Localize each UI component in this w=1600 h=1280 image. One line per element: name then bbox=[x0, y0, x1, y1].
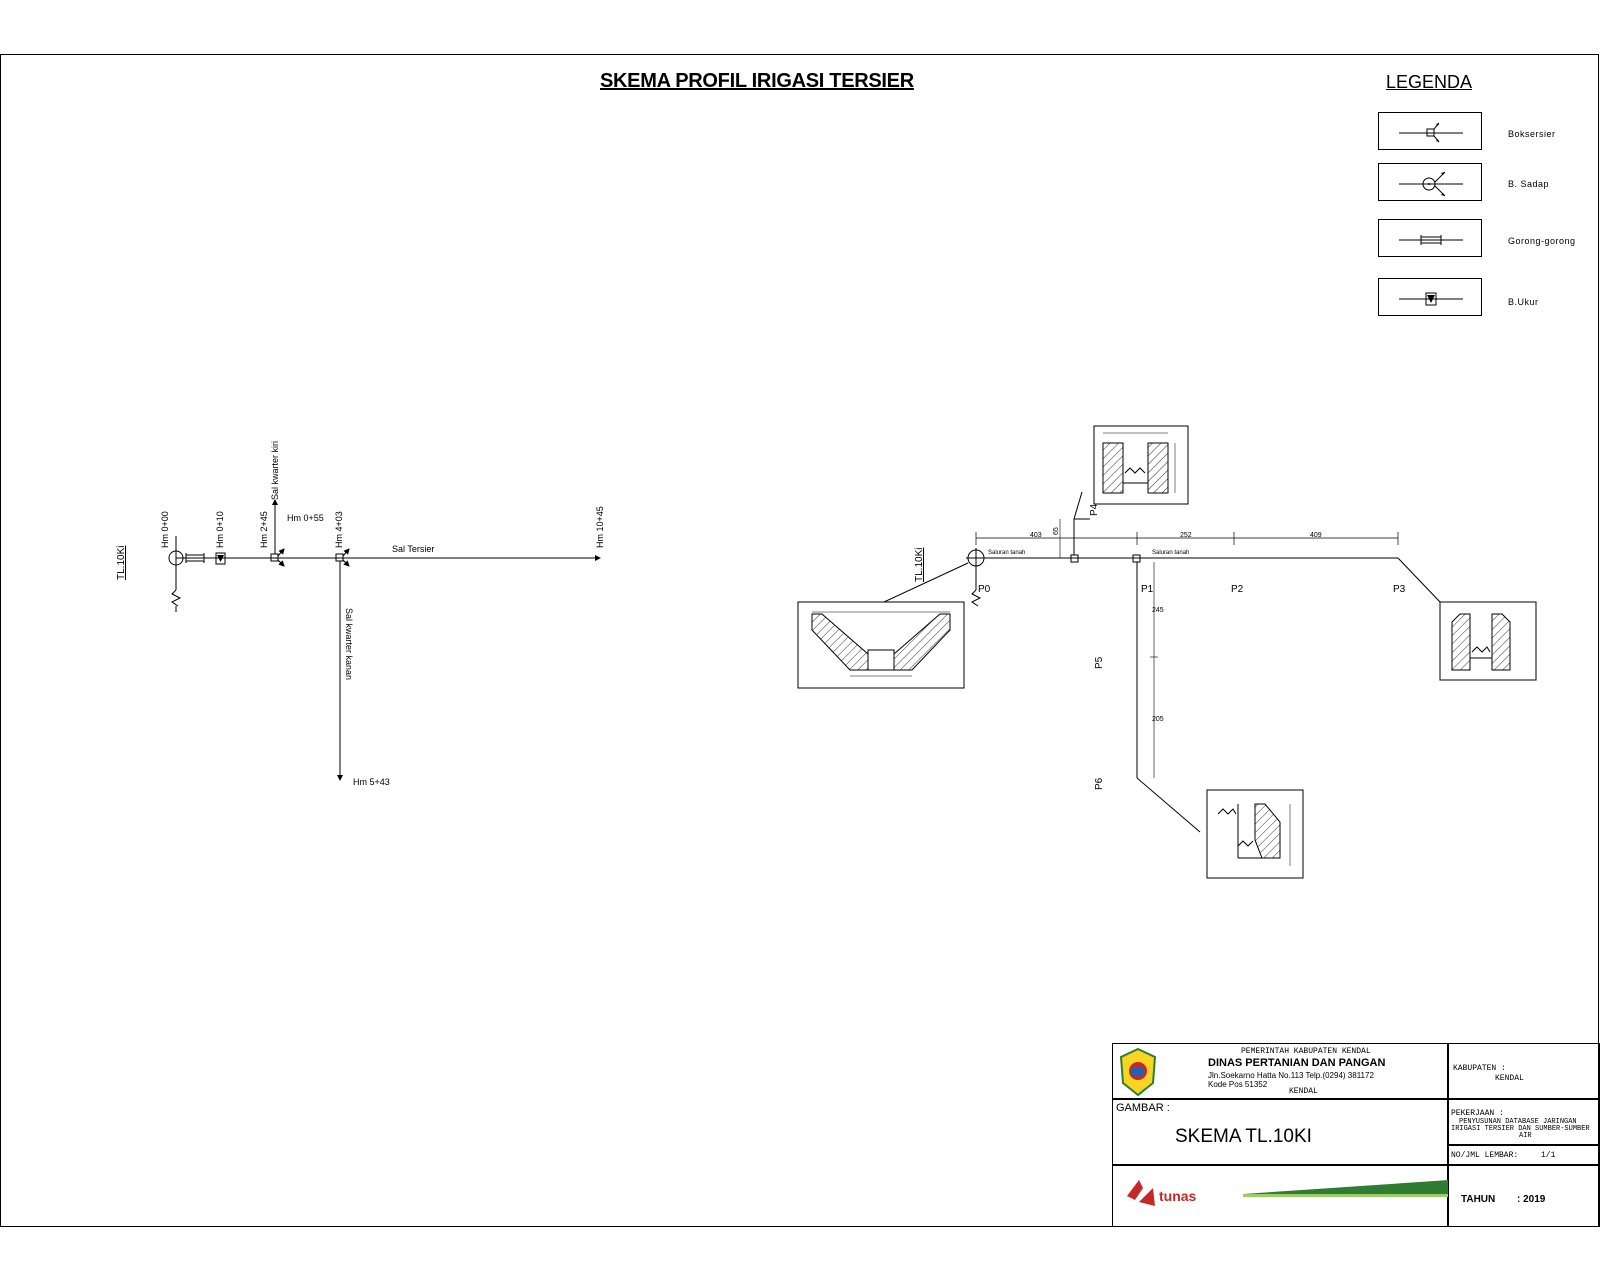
culvert-icon bbox=[1399, 235, 1463, 245]
legend-label-sadap: B. Sadap bbox=[1508, 179, 1550, 189]
kendal-seal-icon bbox=[1119, 1047, 1157, 1097]
legend-box-sadap bbox=[1378, 163, 1482, 201]
tb-logo-cell: tunas bbox=[1112, 1165, 1449, 1227]
tb-postal: Kode Pos 51352 bbox=[1208, 1080, 1268, 1089]
dist-p1-p2: 252 bbox=[1180, 532, 1192, 539]
tb-lembar-label: NO/JML LEMBAR: bbox=[1451, 1151, 1519, 1160]
cross-section-p6 bbox=[1206, 789, 1304, 879]
title-block: PEMERINTAH KABUPATEN KENDAL DINAS PERTAN… bbox=[1112, 1043, 1600, 1227]
tb-pekerjaan-3: AIR bbox=[1519, 1132, 1532, 1140]
point-p2: P2 bbox=[1231, 584, 1244, 595]
left-schema: TL.10Ki Hm 0+00 Hm 0+10 Hm 2+45 Hm 0+55 … bbox=[116, 441, 605, 787]
tunas-logo-icon bbox=[1127, 1180, 1449, 1206]
sal-kwarter-kiri-label: Sal kwarter kiri bbox=[270, 441, 280, 500]
station-1: Hm 0+10 bbox=[215, 511, 225, 548]
right-code-label: TL.10Ki bbox=[914, 548, 925, 582]
point-p3: P3 bbox=[1393, 584, 1406, 595]
legend-box-ukur bbox=[1378, 278, 1482, 316]
page-title: SKEMA PROFIL IRIGASI TERSIER bbox=[600, 70, 914, 92]
tb-gambar-cell: GAMBAR : SKEMA TL.10KI bbox=[1112, 1099, 1448, 1165]
tb-tahun-label: TAHUN bbox=[1461, 1194, 1496, 1205]
dist-p0-p1: 403 bbox=[1030, 532, 1042, 539]
tb-gambar-value: SKEMA TL.10KI bbox=[1175, 1126, 1312, 1147]
legend-box-tersier bbox=[1378, 112, 1482, 150]
tb-logo-text: tunas bbox=[1159, 1188, 1197, 1204]
right-schema: TL.10Ki 403 252 409 65 245 205 bbox=[797, 425, 1537, 879]
station-6: Hm 5+43 bbox=[353, 777, 390, 787]
box-tersier-icon bbox=[1399, 122, 1463, 143]
tb-pekerjaan-label: PEKERJAAN : bbox=[1451, 1109, 1504, 1118]
sadap-icon bbox=[1399, 171, 1463, 197]
tb-gov: PEMERINTAH KABUPATEN KENDAL bbox=[1241, 1047, 1371, 1056]
point-p5: P5 bbox=[1094, 656, 1105, 669]
tb-pekerjaan-1: PENYUSUNAN DATABASE JARINGAN bbox=[1459, 1118, 1577, 1126]
left-code-label: TL.10Ki bbox=[116, 546, 127, 580]
measuring-structure-icon bbox=[1399, 292, 1463, 306]
point-p6: P6 bbox=[1094, 777, 1105, 790]
tb-kabupaten-label: KABUPATEN : bbox=[1453, 1064, 1506, 1073]
tb-tahun-value: : 2019 bbox=[1517, 1194, 1546, 1205]
point-p1: P1 bbox=[1141, 584, 1154, 595]
cross-section-p0 bbox=[797, 601, 965, 689]
tb-header: PEMERINTAH KABUPATEN KENDAL DINAS PERTAN… bbox=[1112, 1043, 1448, 1099]
tb-gambar-label: GAMBAR : bbox=[1116, 1102, 1170, 1114]
tb-agency: DINAS PERTANIAN DAN PANGAN bbox=[1208, 1057, 1386, 1069]
tb-pekerjaan-2: IRIGASI TERSIER DAN SUMBER-SUMBER bbox=[1451, 1125, 1590, 1133]
station-5: Hm 10+45 bbox=[595, 506, 605, 548]
station-4: Hm 4+03 bbox=[334, 511, 344, 548]
tb-city: KENDAL bbox=[1289, 1087, 1318, 1096]
dist-p1-p5: 245 bbox=[1152, 607, 1164, 614]
dist-p4: 65 bbox=[1053, 527, 1060, 535]
legend-label-tersier: Boksersier bbox=[1508, 129, 1556, 139]
segment-note-2: Saluran tanah bbox=[1152, 550, 1189, 556]
station-3: Hm 0+55 bbox=[287, 513, 324, 523]
drawing-frame bbox=[0, 54, 1599, 1227]
sal-tersier-label: Sal Tersier bbox=[392, 544, 434, 554]
tb-pekerjaan-cell: PEKERJAAN : PENYUSUNAN DATABASE JARINGAN… bbox=[1448, 1099, 1600, 1145]
dist-p2-p3: 409 bbox=[1310, 532, 1322, 539]
cross-section-p4 bbox=[1093, 425, 1189, 505]
point-p4: P4 bbox=[1089, 503, 1100, 516]
b-ukur-symbol bbox=[215, 552, 226, 565]
tb-lembar-cell: NO/JML LEMBAR: 1/1 bbox=[1448, 1145, 1600, 1165]
tb-lembar-value: 1/1 bbox=[1541, 1151, 1556, 1160]
legend-label-culvert: Gorong-gorong bbox=[1508, 236, 1576, 246]
legend-box-culvert bbox=[1378, 219, 1482, 257]
legend-label-ukur: B.Ukur bbox=[1508, 297, 1539, 307]
segment-note: Saluran tanah bbox=[988, 550, 1025, 556]
legend-title: LEGENDA bbox=[1386, 72, 1473, 92]
point-p0: P0 bbox=[978, 584, 991, 595]
tb-kabupaten-value: KENDAL bbox=[1495, 1074, 1524, 1083]
tb-address: Jln.Soekarno Hatta No.113 Telp.(0294) 38… bbox=[1208, 1071, 1374, 1080]
dist-p5-p6: 205 bbox=[1152, 716, 1164, 723]
cross-section-p3 bbox=[1439, 601, 1537, 681]
tb-tahun-cell: TAHUN : 2019 bbox=[1448, 1165, 1600, 1227]
tb-kabupaten-cell: KABUPATEN : KENDAL bbox=[1448, 1043, 1600, 1099]
station-2: Hm 2+45 bbox=[259, 511, 269, 548]
sal-kwarter-kanan-label: Sal kwarter kanan bbox=[344, 608, 354, 680]
station-0: Hm 0+00 bbox=[160, 511, 170, 548]
